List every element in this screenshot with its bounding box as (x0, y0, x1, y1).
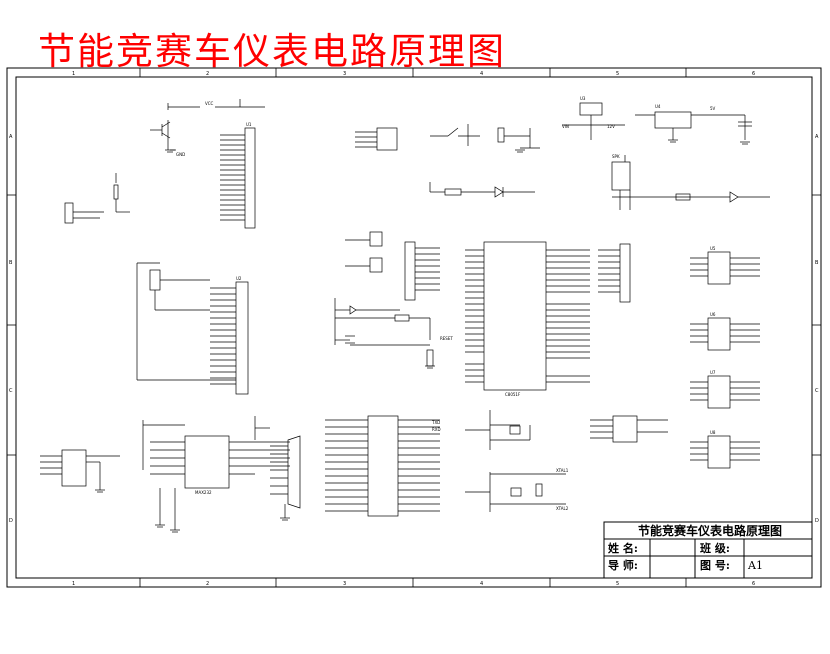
label-u1: U1 (246, 122, 252, 127)
net-5v: 5V (710, 106, 716, 111)
title-block-class-label: 班 级: (700, 541, 730, 555)
border-num-bottom-5: 5 (616, 581, 619, 587)
border-num-bottom-1: 1 (72, 581, 75, 587)
title-block-drawing-no-label: 图 号: (700, 559, 730, 572)
border-num-top-3: 3 (343, 71, 346, 77)
outer-border (6, 67, 822, 588)
label-speaker: SPK (612, 154, 620, 159)
label-u4: U4 (655, 104, 661, 109)
border-num-bottom-2: 2 (206, 581, 209, 587)
title-block-heading: 节能竞赛车仪表电路原理图 (638, 523, 782, 538)
net-gnd-1: GND (176, 152, 185, 157)
border-num-top-5: 5 (616, 71, 619, 77)
label-u6: U6 (710, 312, 716, 317)
label-u7: U7 (710, 370, 716, 375)
net-rxd: RXD (432, 427, 441, 432)
ground-symbols (95, 139, 750, 533)
border-num-right-b: B (815, 260, 819, 266)
border-num-bottom-6: 6 (752, 581, 755, 587)
border-num-left-d: D (9, 518, 13, 524)
border-num-top-6: 6 (752, 71, 755, 77)
border-num-top-1: 1 (72, 71, 75, 77)
label-reset: RESET (440, 336, 453, 341)
net-vin: VIN (562, 124, 569, 129)
net-12v: 12V (607, 124, 615, 129)
border-num-left-b: B (9, 260, 13, 266)
circuit-wiring (40, 99, 770, 530)
mcu-body (483, 241, 547, 391)
inner-border (15, 76, 813, 579)
title-block-advisor-label: 导 师: (608, 558, 638, 572)
title-block (603, 521, 813, 579)
zone-ticks (7, 68, 821, 587)
border-num-top-4: 4 (480, 71, 483, 77)
net-txd: TXD (431, 420, 440, 425)
label-u2: U2 (236, 276, 242, 281)
border-num-left-a: A (9, 134, 13, 140)
border-num-left-c: C (9, 388, 13, 394)
border-num-right-d: D (815, 518, 819, 524)
net-xtal2: XTAL2 (556, 506, 569, 511)
label-u3: U3 (580, 96, 586, 101)
border-num-right-a: A (815, 134, 819, 140)
title-block-drawing-no-value: A1 (747, 559, 763, 572)
border-num-right-c: C (815, 388, 819, 394)
title-block-name-label: 姓 名: (608, 541, 638, 555)
net-xtal1: XTAL1 (556, 468, 569, 473)
border-num-top-2: 2 (206, 71, 209, 77)
border-num-bottom-3: 3 (343, 581, 346, 587)
label-mcu: C8051F (505, 392, 521, 397)
net-vcc-1: VCC (205, 101, 214, 106)
page-title: 节能竞赛车仪表电路原理图 (38, 30, 506, 73)
label-max232: MAX232 (195, 490, 212, 495)
border-num-bottom-4: 4 (480, 581, 483, 587)
label-u8: U8 (710, 430, 716, 435)
label-u5: U5 (710, 246, 716, 251)
